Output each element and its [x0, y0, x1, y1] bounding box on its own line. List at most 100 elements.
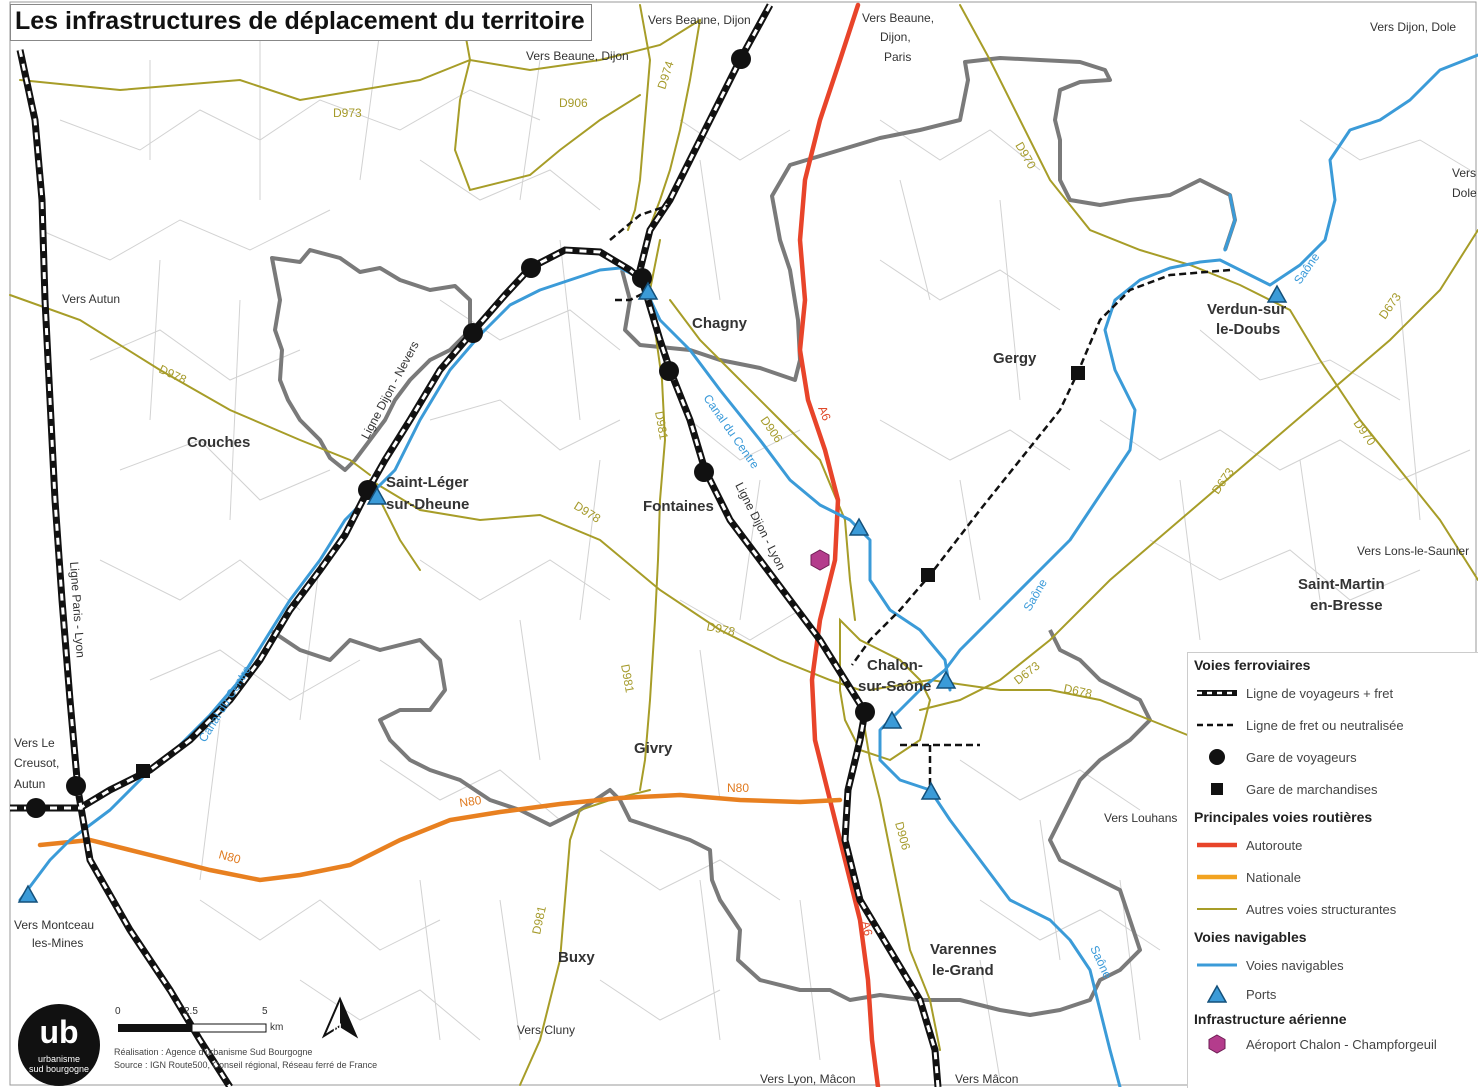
- road-n80-mid: N80: [458, 793, 482, 810]
- port-marker: [935, 670, 957, 689]
- place-varennes-1: Varennes: [930, 941, 997, 958]
- road-n80-right: N80: [727, 781, 749, 795]
- place-verdun-1: Verdun-sur: [1207, 301, 1286, 318]
- scale-bar: [118, 1023, 267, 1033]
- scale-unit: km: [270, 1022, 284, 1033]
- commune-boundaries: [39, 29, 1471, 1081]
- road-n80-left: N80: [217, 847, 242, 866]
- direction-cluny: Vers Cluny: [517, 1023, 575, 1037]
- direction-autun: Vers Autun: [62, 292, 120, 306]
- legend-rail-title: Voies ferroviaires: [1194, 657, 1311, 673]
- scale-mid: 2.5: [184, 1006, 198, 1017]
- legend-airport: Aéroport Chalon - Champforgeuil: [1188, 1031, 1478, 1057]
- port-icon: [1207, 984, 1227, 1003]
- place-saint-martin-2: en-Bresse: [1310, 597, 1383, 614]
- direction-lons: Vers Lons-le-Saunier: [1357, 544, 1469, 558]
- place-buxy: Buxy: [558, 949, 595, 966]
- credits: Réalisation : Agence d'urbanisme Sud Bou…: [114, 1046, 377, 1072]
- direction-dole-2: Dole: [1452, 186, 1477, 200]
- direction-macon: Vers Mâcon: [955, 1072, 1018, 1086]
- legend-passenger-station: Gare de voyageurs: [1188, 741, 1478, 773]
- place-fontaines: Fontaines: [643, 498, 714, 515]
- station-marker: [731, 49, 751, 69]
- station-marker: [855, 702, 875, 722]
- motorway-icon: [1197, 842, 1237, 848]
- legend-road-title: Principales voies routières: [1194, 809, 1373, 825]
- scale-zero: 0: [115, 1006, 121, 1017]
- port-marker: [920, 781, 942, 800]
- agency-logo: ub urbanisme sud bourgogne: [18, 1004, 100, 1086]
- road-d981-mid: D981: [652, 410, 671, 441]
- place-saint-leger-2: sur-Dheune: [386, 496, 469, 513]
- railways-passenger-freight: [10, 3, 942, 1087]
- port-marker: [881, 710, 903, 729]
- other-roads-icon: [1197, 908, 1237, 910]
- legend-rail-freight: Ligne de fret ou neutralisée: [1188, 709, 1478, 741]
- direction-montceau-1: Vers Montceau: [14, 918, 94, 932]
- airport-marker: [810, 549, 830, 571]
- national-road-icon: [1197, 874, 1237, 880]
- direction-dole-1: Vers: [1452, 166, 1476, 180]
- ports: [17, 281, 1288, 903]
- road-d678: D678: [1062, 681, 1093, 701]
- port-marker: [1266, 284, 1288, 303]
- map-legend: Voies ferroviaires Ligne de voyageurs + …: [1187, 652, 1478, 1088]
- legend-water-title: Voies navigables: [1194, 929, 1307, 945]
- intercommunal-boundary: [268, 56, 1237, 1017]
- port-marker: [637, 281, 659, 300]
- station-marker: [694, 462, 714, 482]
- svg-text:N: N: [333, 1021, 342, 1035]
- place-saint-leger-1: Saint-Léger: [386, 474, 469, 491]
- north-arrow-icon: N: [321, 996, 359, 1039]
- place-varennes-2: le-Grand: [932, 962, 994, 979]
- legend-air-title: Infrastructure aérienne: [1194, 1011, 1347, 1027]
- place-chagny: Chagny: [692, 315, 748, 332]
- direction-beaune-dijon-1: Vers Beaune, Dijon: [648, 13, 751, 27]
- direction-creusot-1: Vers Le: [14, 736, 55, 750]
- road-d981-low: D981: [618, 663, 637, 694]
- direction-beaune-dijon-2: Vers Beaune, Dijon: [526, 49, 629, 63]
- station-marker: [659, 361, 679, 381]
- waterway-icon: [1197, 963, 1237, 967]
- passenger-station-icon: [1209, 749, 1225, 765]
- legend-motorway: Autoroute: [1188, 829, 1478, 861]
- freight-station-marker: [921, 568, 935, 582]
- place-gergy: Gergy: [993, 350, 1037, 367]
- road-d978-lower: D978: [705, 619, 736, 639]
- port-marker: [366, 486, 388, 505]
- road-a6-bottom: A6: [859, 920, 875, 937]
- national-n80: [37, 792, 843, 883]
- freight-station-marker: [1071, 366, 1085, 380]
- place-couches: Couches: [187, 434, 250, 451]
- direction-creusot-2: Creusot,: [14, 756, 59, 770]
- airport-icon: [1208, 1034, 1226, 1054]
- direction-labels: Vers Beaune, Dijon Vers Beaune, Dijon Ve…: [14, 11, 1477, 1086]
- freight-station-marker: [136, 764, 150, 778]
- station-marker: [463, 323, 483, 343]
- road-a6-top: A6: [815, 404, 834, 423]
- rail-passenger-freight-icon: [1197, 690, 1237, 696]
- freight-station-icon: [1211, 783, 1223, 795]
- port-marker: [17, 884, 39, 903]
- rail-freight-icon: [1197, 723, 1237, 727]
- station-marker: [632, 268, 652, 288]
- road-d973: D973: [333, 106, 362, 120]
- credits-line-2: Source : IGN Route500, Conseil régional,…: [114, 1060, 378, 1070]
- place-saint-martin-1: Saint-Martin: [1298, 576, 1385, 593]
- rail-paris-lyon: Ligne Paris - Lyon: [67, 561, 88, 658]
- station-marker: [521, 258, 541, 278]
- legend-national: Nationale: [1188, 861, 1478, 893]
- direction-lyon-macon: Vers Lyon, Mâcon: [760, 1072, 856, 1086]
- legend-freight-station: Gare de marchandises: [1188, 773, 1478, 805]
- other-roads: [9, 4, 1478, 1086]
- place-chalon-2: sur-Saône: [858, 678, 931, 695]
- port-marker: [848, 517, 870, 536]
- place-chalon-1: Chalon-: [867, 657, 923, 674]
- direction-bdp-3: Paris: [884, 50, 911, 64]
- direction-bdp-1: Vers Beaune,: [862, 11, 934, 25]
- place-verdun-2: le-Doubs: [1216, 321, 1280, 338]
- railways-freight: [609, 203, 1231, 790]
- legend-other-roads: Autres voies structurantes: [1188, 893, 1478, 925]
- map-title: Les infrastructures de déplacement du te…: [10, 4, 592, 41]
